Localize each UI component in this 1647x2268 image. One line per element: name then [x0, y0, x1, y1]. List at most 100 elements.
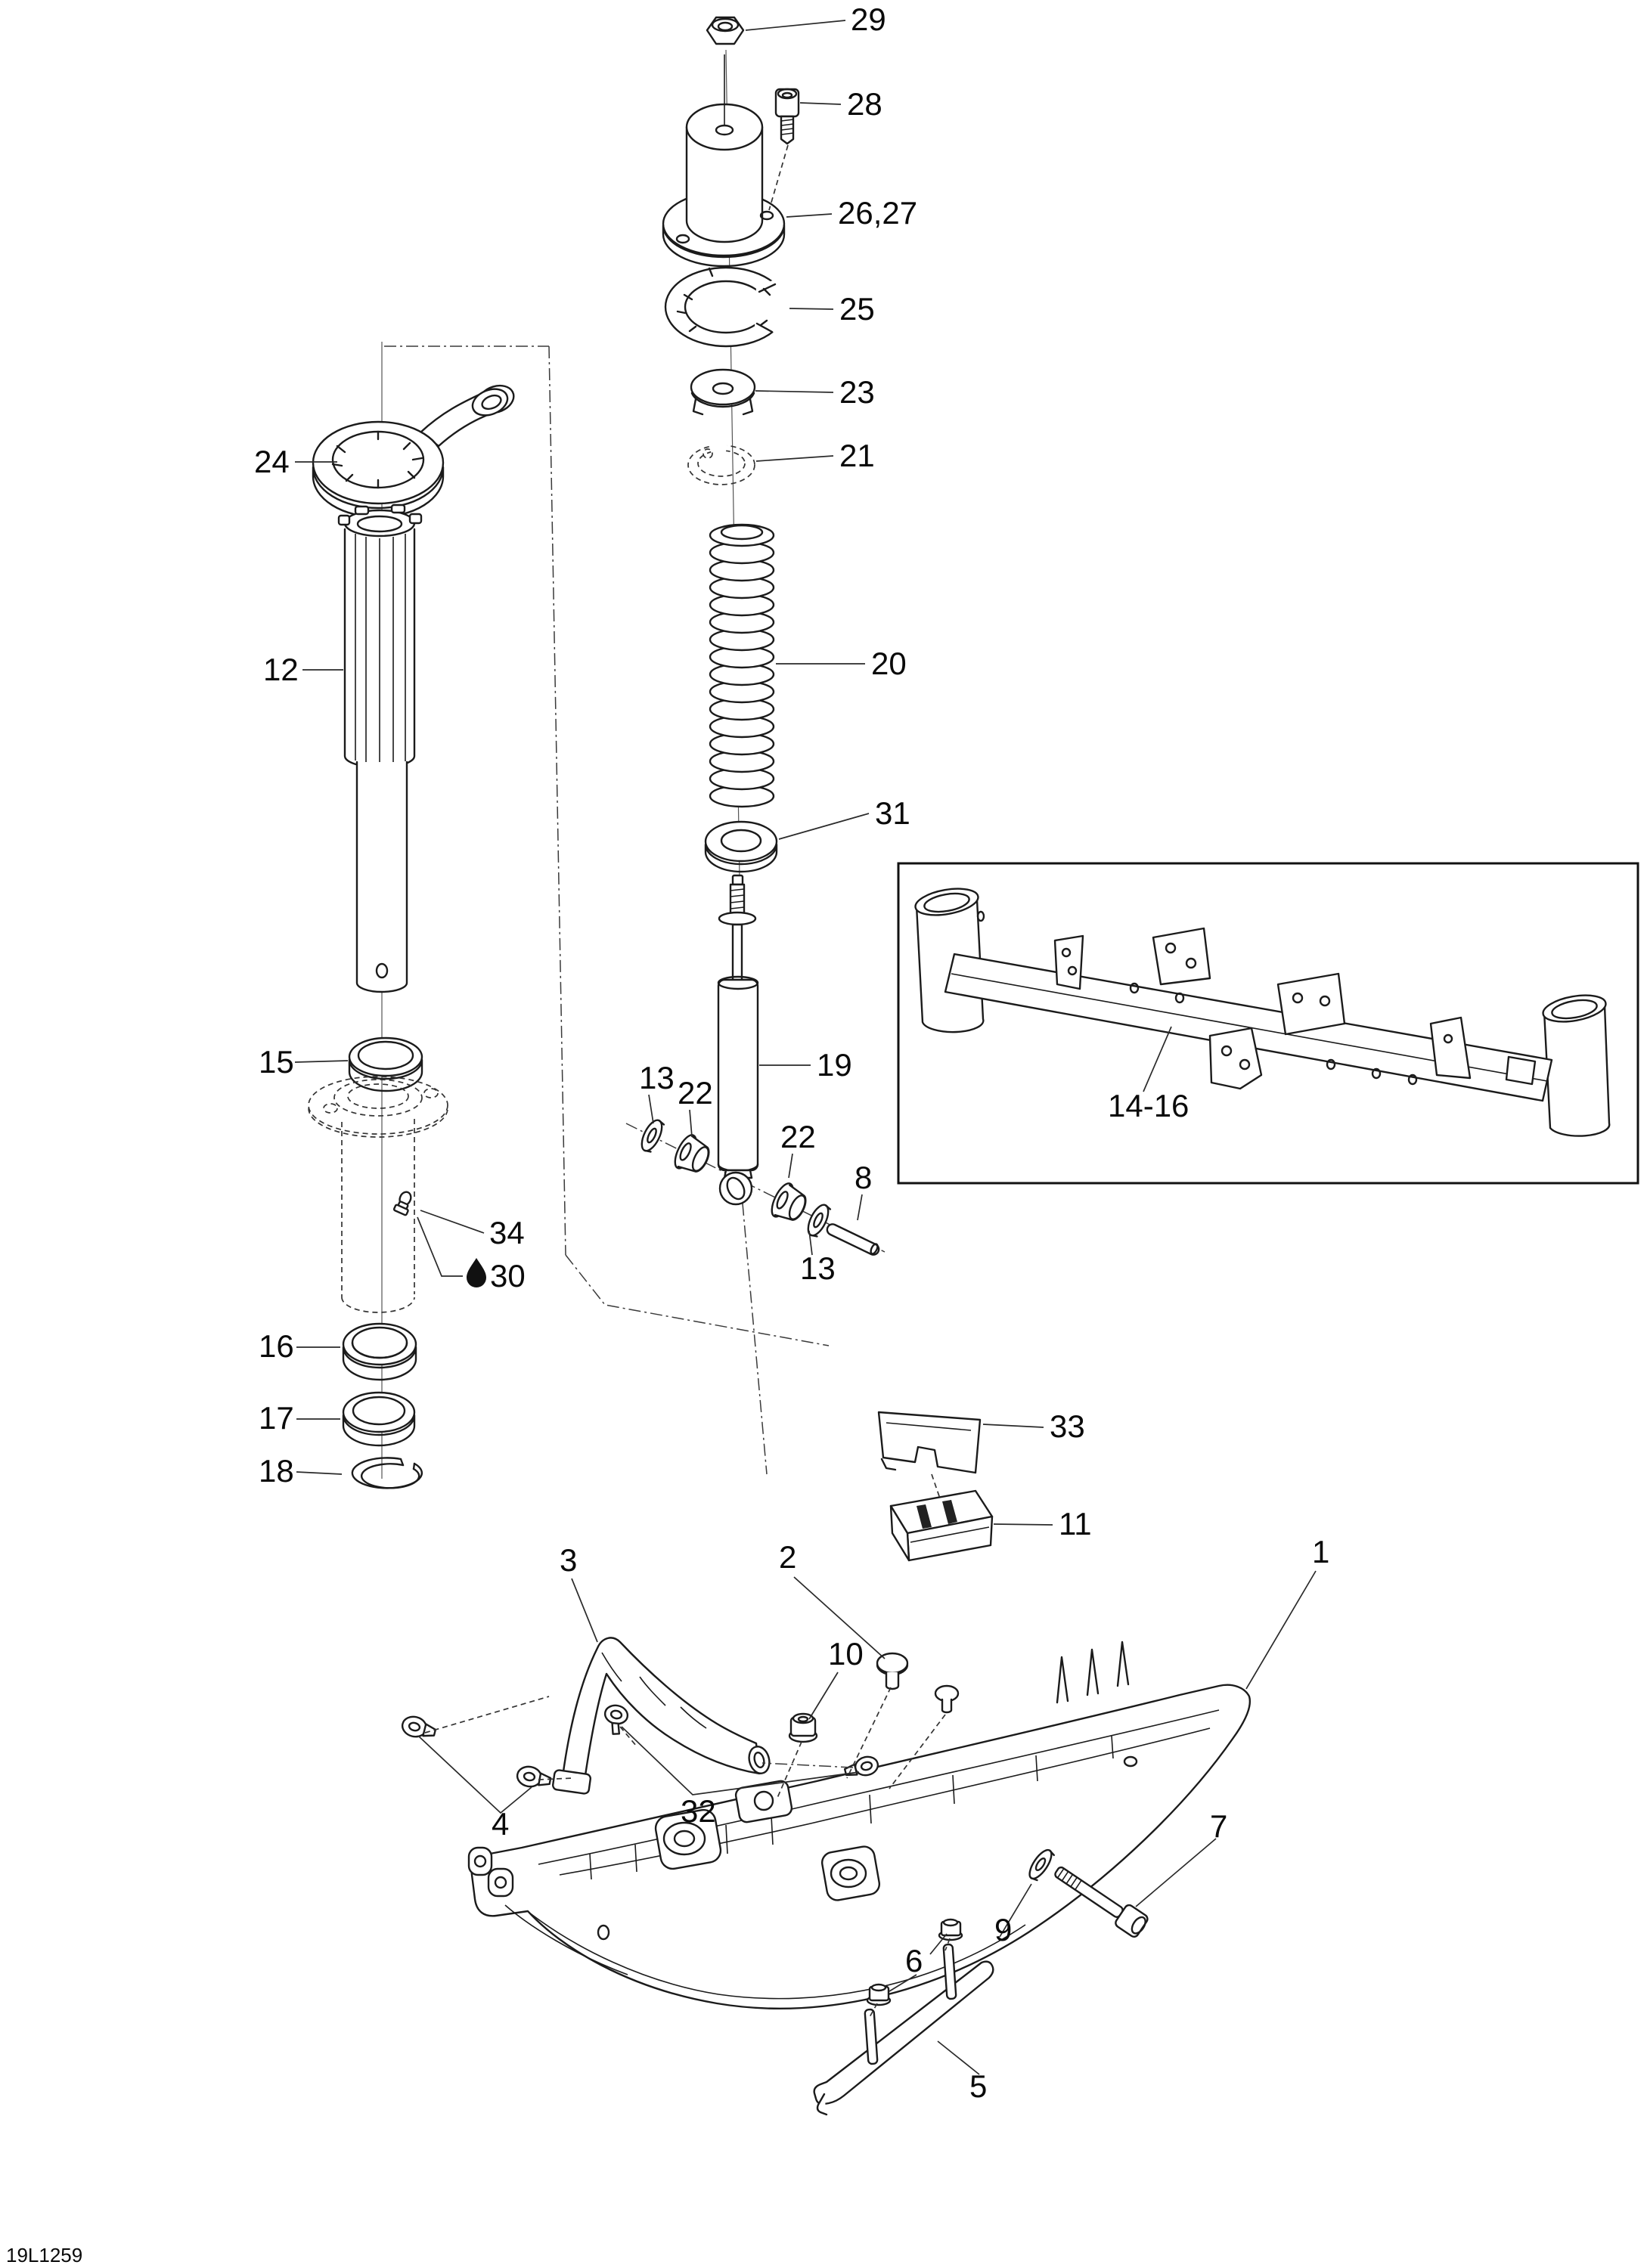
screw-4a-drawing — [401, 1715, 437, 1738]
leader-3 — [571, 1578, 598, 1643]
callout-6: 6 — [905, 1943, 923, 1978]
callout-21: 21 — [839, 438, 875, 473]
leader-29 — [745, 20, 846, 31]
grease-fitting-34-drawing — [392, 1191, 412, 1216]
callout-9: 9 — [994, 1912, 1012, 1947]
leader-4 — [417, 1735, 532, 1814]
callout-3: 3 — [560, 1542, 577, 1578]
callout-15: 15 — [259, 1044, 294, 1080]
steering-stop-24-drawing — [312, 384, 515, 519]
leader-8 — [857, 1194, 863, 1221]
leader-13b — [808, 1230, 813, 1256]
leader-9 — [999, 1883, 1032, 1938]
shock-axis-extension — [742, 1203, 768, 1475]
damper-block-11-drawing — [889, 1489, 994, 1562]
leader-7 — [1135, 1838, 1217, 1907]
shock-absorber-19-drawing — [717, 874, 759, 1206]
leader-lines — [294, 20, 1317, 2075]
plate-33-drawing — [877, 1411, 982, 1474]
callout-8: 8 — [855, 1160, 872, 1195]
callout-22a: 22 — [678, 1075, 713, 1111]
callout-13b: 13 — [800, 1250, 836, 1286]
leader-6 — [889, 1933, 948, 1992]
snap-ring-18-drawing — [351, 1457, 423, 1489]
leader-26-27 — [786, 213, 833, 218]
leader-21 — [755, 455, 834, 462]
retainer-ring-25-drawing — [664, 266, 815, 348]
screw-28-drawing — [768, 88, 800, 211]
bolt-7-drawing — [1054, 1866, 1149, 1938]
callout-13a: 13 — [639, 1060, 675, 1095]
phantom-line-vertical — [548, 345, 566, 1256]
screw-32a-drawing — [603, 1704, 629, 1735]
assembly-line-33-11 — [931, 1473, 941, 1499]
leader-13a — [648, 1094, 654, 1124]
leader-14-16 — [1143, 1026, 1172, 1092]
washer-9-drawing — [1028, 1848, 1056, 1882]
rivet-2a-drawing — [876, 1652, 909, 1690]
leader-30 — [417, 1216, 463, 1277]
leader-15 — [294, 1060, 349, 1063]
steering-shaft-12-drawing — [337, 503, 423, 993]
cross-member-14-16-drawing — [914, 888, 1611, 1137]
rivet-2b-drawing — [934, 1684, 960, 1714]
lubricant-droplet-icon — [467, 1258, 486, 1287]
washer-13-right-drawing — [807, 1204, 832, 1238]
circlip-21-drawing — [687, 445, 755, 485]
leader-2 — [793, 1576, 886, 1659]
seal-ring-15-drawing — [348, 1036, 423, 1092]
callout-26-27: 26,27 — [838, 195, 917, 231]
callout-34: 34 — [489, 1215, 525, 1250]
callout-22b: 22 — [780, 1119, 816, 1154]
callout-11: 11 — [1059, 1506, 1092, 1541]
leader-1 — [1245, 1570, 1317, 1690]
pin-8-drawing — [826, 1223, 880, 1256]
ski-handle-3-drawing — [552, 1637, 771, 1795]
assembly-dashed-lines — [424, 1687, 951, 2018]
callout-20: 20 — [871, 646, 907, 681]
leader-34 — [420, 1210, 485, 1234]
leader-22a — [689, 1109, 693, 1138]
leader-5 — [937, 2040, 980, 2075]
callout-1: 1 — [1312, 1534, 1329, 1569]
bushing-22-left-drawing — [674, 1134, 710, 1173]
leader-22b — [788, 1153, 793, 1179]
callout-33: 33 — [1050, 1408, 1085, 1444]
nut-6b-drawing — [938, 1918, 963, 1941]
runner-5-drawing — [813, 1943, 994, 2116]
spring-seat-23-drawing — [690, 368, 756, 416]
callout-19: 19 — [817, 1047, 852, 1083]
callout-30: 30 — [490, 1258, 526, 1294]
callout-12: 12 — [263, 652, 299, 687]
bushing-16-drawing — [342, 1322, 417, 1381]
nut-6a-drawing — [866, 1983, 892, 2006]
leader-10 — [808, 1672, 839, 1720]
leader-32 — [621, 1726, 860, 1796]
screw-4b-drawing — [516, 1765, 552, 1788]
callout-32: 32 — [681, 1793, 716, 1829]
leader-33 — [982, 1424, 1044, 1428]
callout-31: 31 — [875, 795, 910, 831]
bushing-axis-line — [625, 1123, 886, 1253]
callout-labels: 29 28 26,27 25 23 21 24 12 20 31 14-16 1… — [254, 2, 1329, 2104]
leader-28 — [799, 102, 842, 105]
leader-31 — [778, 813, 870, 840]
callout-7: 7 — [1210, 1808, 1227, 1844]
callout-16: 16 — [259, 1328, 294, 1364]
phantom-spindle-housing-drawing — [308, 1076, 448, 1313]
phantom-line-diagonal — [565, 1254, 830, 1346]
callout-29: 29 — [851, 2, 886, 37]
nut-10-drawing — [788, 1712, 818, 1743]
leader-18 — [296, 1471, 343, 1475]
callout-25: 25 — [839, 291, 875, 327]
callout-2: 2 — [779, 1539, 796, 1575]
callout-28: 28 — [847, 86, 882, 122]
leader-23 — [755, 390, 834, 393]
washer-13-left-drawing — [640, 1119, 665, 1153]
callout-10: 10 — [828, 1636, 864, 1672]
callout-14-16: 14-16 — [1108, 1088, 1189, 1123]
diagram-code: 19L1259 — [6, 2244, 82, 2266]
bushing-17-drawing — [342, 1391, 416, 1447]
